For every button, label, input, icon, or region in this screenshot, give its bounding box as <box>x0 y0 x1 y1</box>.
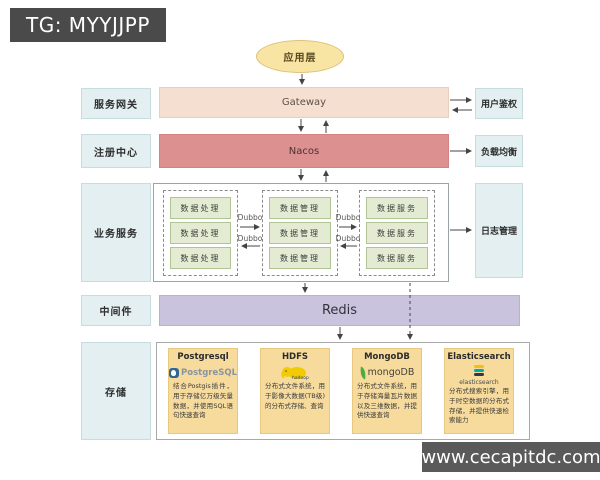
app-layer-label: 应用层 <box>283 53 317 64</box>
sidebar-label-middleware: 中间件 <box>81 295 151 326</box>
dubbo-label: Dubbo <box>335 213 361 222</box>
service-node: 数据服务 <box>366 197 428 219</box>
mongodb-logo-text: mongoDB <box>367 367 415 379</box>
storage-card-desc: 分布式文件系统，用于存储海量瓦片数据以及三维数据，并提供快速查询 <box>357 382 417 420</box>
storage-card-title: Postgresql <box>177 352 229 362</box>
nacos-bar-label: Nacos <box>288 145 320 157</box>
hadoop-logo: hadoop <box>280 364 310 381</box>
elasticsearch-icon <box>473 364 484 376</box>
elasticsearch-logo-text: elasticsearch <box>459 378 499 386</box>
sidebar-label-registry: 注册中心 <box>81 134 151 168</box>
node-user-auth: 用户鉴权 <box>475 88 523 119</box>
hadoop-logo-text: hadoop <box>292 375 309 381</box>
hadoop-elephant-icon: hadoop <box>281 366 309 381</box>
redis-bar: Redis <box>159 295 520 326</box>
postgresql-logo: PostgreSQL <box>169 364 237 381</box>
site-watermark: www.cecapitdc.com <box>421 442 600 472</box>
service-node: 数据管理 <box>269 197 331 219</box>
dubbo-label: Dubbo <box>237 234 263 243</box>
nacos-bar: Nacos <box>159 134 449 168</box>
redis-bar-label: Redis <box>321 303 358 318</box>
storage-card-elasticsearch: Elasticsearch elasticsearch 分布式搜索引擎，用于时空… <box>444 348 514 434</box>
service-node: 数据处理 <box>170 247 231 269</box>
elasticsearch-logo: elasticsearch <box>459 364 499 386</box>
dubbo-label: Dubbo <box>335 234 361 243</box>
sidebar-label-storage: 存储 <box>81 342 151 440</box>
dubbo-label: Dubbo <box>237 213 263 222</box>
storage-card-title: MongoDB <box>364 352 410 362</box>
tg-badge: TG: MYYJJPP <box>10 8 166 42</box>
service-group-data-processing: 数据处理 数据处理 数据处理 <box>163 190 238 276</box>
service-group-data-management: 数据管理 数据管理 数据管理 <box>262 190 338 276</box>
storage-card-hdfs: HDFS hadoop 分布式文件系统，用于影像大数据(TB级)的分布式存储、查… <box>260 348 330 434</box>
storage-card-mongodb: MongoDB mongoDB 分布式文件系统，用于存储海量瓦片数据以及三维数据… <box>352 348 422 434</box>
gateway-bar: Gateway <box>159 87 449 118</box>
service-node: 数据服务 <box>366 222 428 244</box>
gateway-bar-label: Gateway <box>281 97 327 108</box>
storage-card-desc: 分布式搜索引擎，用于时空数据的分布式存储，并提供快速检索能力 <box>449 387 509 425</box>
service-node: 数据管理 <box>269 247 331 269</box>
service-node: 数据服务 <box>366 247 428 269</box>
service-node: 数据处理 <box>170 222 231 244</box>
node-log-management: 日志管理 <box>475 183 523 278</box>
service-group-data-service: 数据服务 数据服务 数据服务 <box>359 190 435 276</box>
sidebar-label-business: 业务服务 <box>81 183 151 282</box>
mongodb-leaf-icon <box>358 366 367 379</box>
sidebar-label-gateway: 服务网关 <box>81 88 151 119</box>
storage-card-postgresql: Postgresql PostgreSQL 结合Postgis插件，用于存储亿万… <box>168 348 238 434</box>
node-load-balancing: 负载均衡 <box>475 135 523 167</box>
service-node: 数据处理 <box>170 197 231 219</box>
storage-card-desc: 分布式文件系统，用于影像大数据(TB级)的分布式存储、查询 <box>265 382 325 410</box>
service-node: 数据管理 <box>269 222 331 244</box>
mongodb-logo: mongoDB <box>358 364 415 381</box>
storage-card-desc: 结合Postgis插件，用于存储亿万级矢量数据，并使用SQL语句快速查询 <box>173 382 233 420</box>
storage-card-title: Elasticsearch <box>447 352 511 362</box>
app-layer-node: 应用层 <box>256 40 344 73</box>
storage-card-title: HDFS <box>281 352 309 362</box>
postgresql-logo-text: PostgreSQL <box>181 367 237 378</box>
postgresql-elephant-icon <box>169 367 179 378</box>
